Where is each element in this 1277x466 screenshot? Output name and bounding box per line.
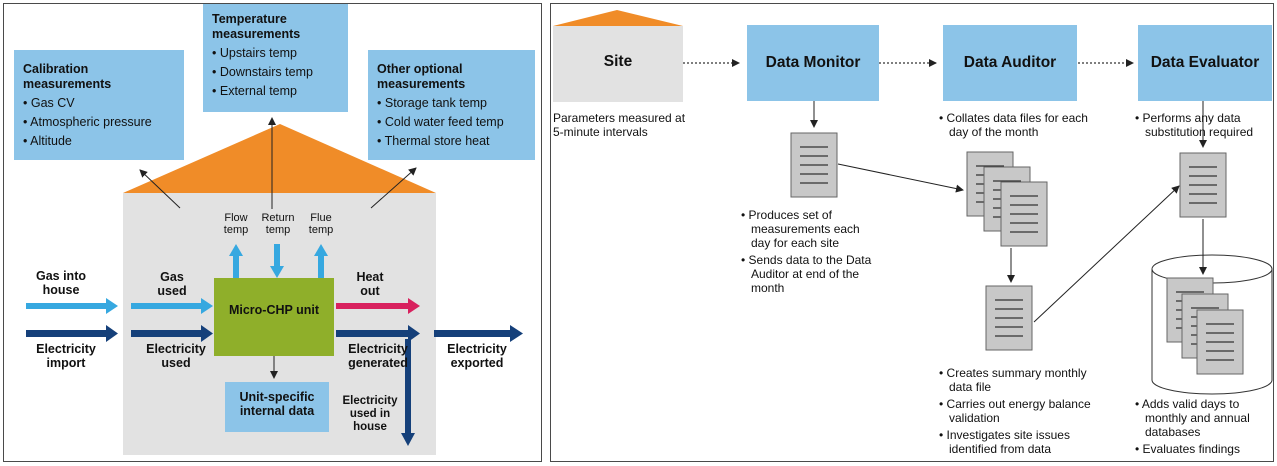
electricity-used-in-house-arrow [401, 339, 415, 446]
optional-item: Cold water feed temp [377, 113, 535, 132]
temperature-list: Upstairs temp Downstairs temp External t… [212, 44, 348, 101]
unit-specific-box [225, 382, 329, 432]
optional-item: Storage tank temp [377, 94, 535, 113]
gas-into-house-arrow [26, 298, 118, 314]
temperature-item: Upstairs temp [212, 44, 348, 63]
evaluator-note-item: Evaluates findings [1135, 442, 1275, 456]
electricity-generated-arrow [336, 325, 420, 342]
gas-into-house-label: Gas into house [35, 269, 86, 297]
monitor-note-item: Produces set of measurements each day fo… [741, 208, 881, 250]
gas-used-arrow [131, 298, 213, 314]
left-diagram-graphics [26, 117, 523, 455]
auditor-note-text: Collates data files for each day of the … [939, 111, 1089, 139]
auditor-note-item: Investigates site issues identified from… [939, 428, 1099, 456]
optional-item: Thermal store heat [377, 132, 535, 151]
temperature-item: External temp [212, 82, 348, 101]
electricity-generated-label: Electricity generated [348, 342, 408, 370]
temperature-title: Temperature measurements [212, 12, 301, 41]
return-temp-label: Return temp [261, 212, 295, 236]
micro-chp-box [214, 278, 334, 356]
auditor-note: Collates data files for each day of the … [939, 111, 1089, 142]
flue-temp-arrow [314, 244, 328, 278]
site-roof [553, 10, 683, 26]
data-evaluator-box: Data Evaluator [1138, 25, 1272, 101]
monitor-data-file [790, 132, 838, 198]
calibration-title: Calibration measurements [23, 62, 112, 91]
electricity-used-house-label: Electricity used in house [342, 395, 398, 433]
flue-temp-label: Flue temp [308, 212, 334, 236]
leader-optional [370, 167, 417, 209]
optional-list: Storage tank temp Cold water feed temp T… [377, 94, 535, 151]
unit-specific-label: Unit-specific internal data [239, 390, 315, 418]
site-box [553, 26, 683, 102]
gas-used-label: Gas used [157, 270, 187, 298]
auditor-note-item: Carries out energy balance validation [939, 397, 1099, 425]
monitor-note-item: Sends data to the Data Auditor at end of… [741, 253, 881, 295]
monthly-summary-file [985, 285, 1033, 351]
right-diagram-graphics [553, 10, 1273, 395]
evaluator-note-text: Performs any data substitution required [1135, 111, 1273, 139]
micro-chp-label: Micro-CHP unit [228, 303, 320, 317]
evaluator-note-item: Adds valid days to monthly and annual da… [1135, 397, 1275, 439]
data-auditor-box: Data Auditor [943, 25, 1077, 101]
site-note: Parameters measured at 5-minute interval… [553, 111, 686, 139]
leader-calibration [139, 169, 181, 209]
summary-to-evaluator-line [1033, 185, 1180, 323]
temperature-item: Downstairs temp [212, 63, 348, 82]
electricity-used-label: Electricity used [146, 342, 206, 370]
calibration-box: Calibration measurements Gas CV Atmosphe… [14, 50, 184, 160]
left-diagram-panel: Calibration measurements Gas CV Atmosphe… [3, 3, 542, 462]
evaluator-note: Performs any data substitution required [1135, 111, 1273, 142]
auditor-note-item: Creates summary monthly data file [939, 366, 1099, 394]
evaluator-notes: Adds valid days to monthly and annual da… [1135, 397, 1275, 459]
calibration-item: Atmospheric pressure [23, 113, 184, 132]
heat-out-arrow [336, 298, 420, 314]
flow-temp-arrow [229, 244, 243, 278]
house-roof [123, 124, 436, 193]
calibration-item: Altitude [23, 132, 184, 151]
electricity-used-arrow [131, 325, 213, 342]
site-label: Site [603, 53, 633, 70]
electricity-import-label: Electricity import [36, 342, 96, 370]
heat-out-label: Heat out [356, 270, 384, 298]
right-diagram-panel: Site Data Monitor Data Auditor Data Eval… [550, 3, 1274, 462]
flow-temp-label: Flow temp [223, 212, 249, 236]
electricity-exported-label: Electricity exported [447, 342, 507, 370]
data-monitor-box: Data Monitor [747, 25, 879, 101]
evaluator-data-file [1179, 152, 1227, 218]
electricity-import-arrow [26, 325, 118, 342]
auditor-notes: Creates summary monthly data file Carrie… [939, 366, 1099, 459]
monitor-notes: Produces set of measurements each day fo… [741, 208, 881, 298]
auditor-data-file [1000, 181, 1048, 247]
calibration-item: Gas CV [23, 94, 184, 113]
electricity-exported-arrow [434, 325, 523, 342]
optional-box: Other optional measurements Storage tank… [368, 50, 535, 160]
doc-to-auditor-line [837, 163, 964, 193]
temperature-box: Temperature measurements Upstairs temp D… [203, 4, 348, 112]
calibration-list: Gas CV Atmospheric pressure Altitude [23, 94, 184, 151]
optional-title: Other optional measurements [377, 62, 466, 91]
database-file [1196, 309, 1244, 375]
return-temp-arrow [270, 244, 284, 278]
